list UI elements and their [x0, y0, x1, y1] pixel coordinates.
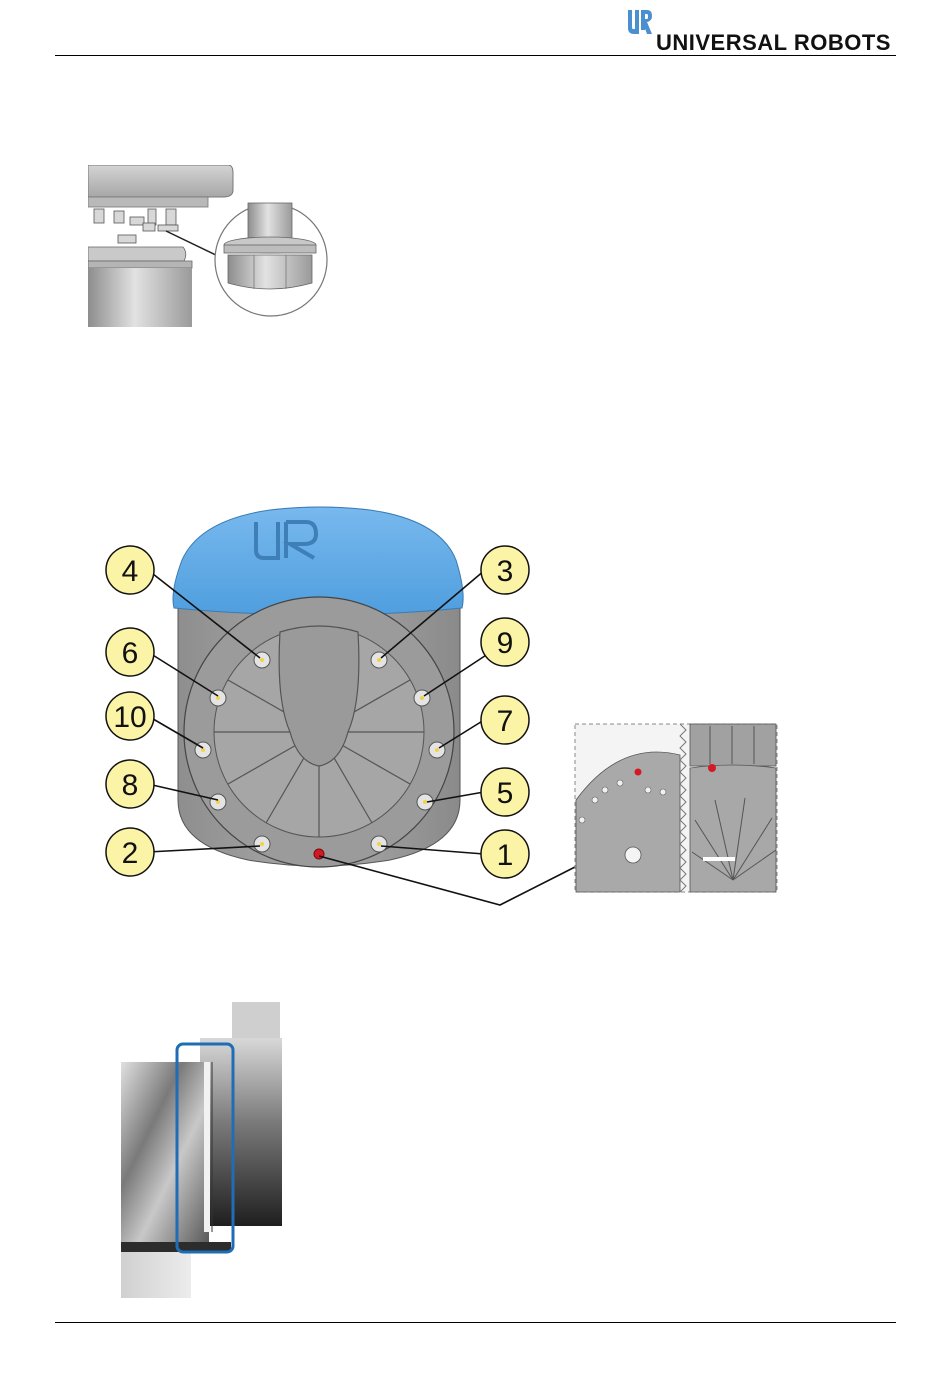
callout-2: 2	[106, 828, 154, 876]
callout-9: 9	[481, 618, 529, 666]
svg-text:3: 3	[497, 555, 514, 588]
svg-text:1: 1	[497, 839, 514, 872]
callout-5: 5	[481, 768, 529, 816]
callout-3: 3	[481, 546, 529, 594]
callout-7: 7	[481, 696, 529, 744]
bolt-sequence-figure: 4 3 6 9 10 7 8 5 2 1	[100, 500, 785, 910]
brand-name: UNIVERSAL ROBOTS	[656, 30, 891, 56]
nut-washer-detail-icon	[215, 203, 327, 316]
svg-text:10: 10	[113, 701, 146, 734]
svg-text:5: 5	[497, 777, 514, 810]
svg-text:6: 6	[122, 637, 139, 670]
ur-logo-icon	[626, 8, 654, 36]
svg-text:7: 7	[497, 705, 514, 738]
svg-text:2: 2	[122, 837, 139, 870]
callout-1: 1	[481, 830, 529, 878]
callout-6: 6	[106, 628, 154, 676]
callout-10: 10	[106, 692, 154, 740]
callout-4: 4	[106, 546, 154, 594]
joint-gap-figure	[120, 1000, 285, 1300]
header-rule	[55, 55, 896, 56]
svg-text:9: 9	[497, 627, 514, 660]
footer-rule	[55, 1322, 896, 1323]
callout-8: 8	[106, 760, 154, 808]
marker-inset-detail	[575, 724, 777, 892]
svg-text:8: 8	[122, 769, 139, 802]
flange-nut-figure	[88, 165, 333, 327]
svg-text:4: 4	[122, 555, 139, 588]
bolt-row	[94, 209, 178, 243]
